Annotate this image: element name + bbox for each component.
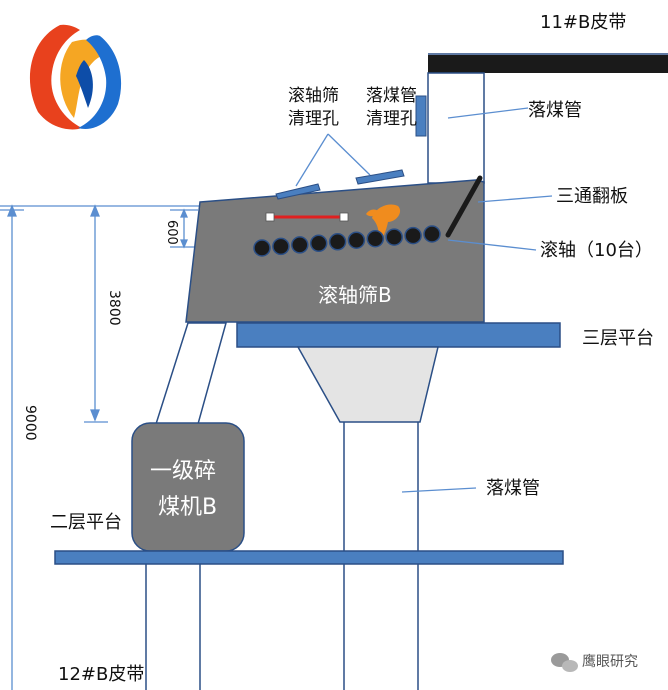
roller xyxy=(366,229,385,248)
label-cleanout-roller-2: 清理孔 xyxy=(288,109,339,129)
roller xyxy=(385,228,403,246)
label-chute-top: 落煤管 xyxy=(528,100,582,121)
label-screen: 滚轴筛B xyxy=(318,283,392,307)
roller-screen-body xyxy=(185,179,485,323)
watermark-text: 鹰眼研究 xyxy=(582,654,638,670)
belt-11b xyxy=(428,55,668,73)
hopper xyxy=(296,346,439,423)
wechat-icon xyxy=(551,653,578,672)
dim-9000-text: 9000 xyxy=(22,405,38,441)
roller xyxy=(423,225,441,243)
roller xyxy=(328,233,347,251)
label-chute-bottom: 落煤管 xyxy=(486,478,540,499)
roller xyxy=(291,236,309,254)
support-columns xyxy=(145,564,201,690)
platform-floor3 xyxy=(236,322,561,348)
chute-cleanout-door-2 xyxy=(355,169,405,185)
label-floor2: 二层平台 xyxy=(50,512,122,533)
phoenix-logo-icon xyxy=(24,19,134,130)
roller-group xyxy=(253,225,441,257)
label-crusher-2: 煤机B xyxy=(158,495,217,520)
roller-screen-cleanout-door xyxy=(275,183,321,200)
three-way-flap xyxy=(445,175,483,238)
dim-600-text: 600 xyxy=(164,220,179,245)
label-three-way-flap: 三通翻板 xyxy=(556,186,628,207)
dimension-arrows xyxy=(7,204,188,422)
label-cleanout-chute-1: 落煤管 xyxy=(366,86,417,106)
primary-crusher xyxy=(131,422,245,552)
dim-3800-text: 3800 xyxy=(106,290,122,326)
label-cleanout-chute-2: 清理孔 xyxy=(366,109,417,129)
label-crusher-1: 一级碎 xyxy=(150,459,216,484)
measure-bar xyxy=(265,212,349,222)
chute-cleanout-door xyxy=(415,95,427,137)
chute-top xyxy=(427,72,485,184)
roller xyxy=(253,239,271,257)
label-belt-top: 11#B皮带 xyxy=(540,12,626,33)
screen-to-crusher-chute xyxy=(154,322,227,425)
label-rollers: 滚轴（10台） xyxy=(540,240,653,261)
label-belt-bottom: 12#B皮带 xyxy=(58,664,144,685)
roller xyxy=(309,234,328,253)
roller xyxy=(272,237,290,256)
dimension-lines xyxy=(0,205,200,690)
roller xyxy=(404,226,422,245)
roller xyxy=(347,231,366,249)
leader-lines xyxy=(295,107,553,493)
platform-floor2 xyxy=(54,550,564,565)
label-floor3: 三层平台 xyxy=(582,328,654,349)
label-cleanout-roller-1: 滚轴筛 xyxy=(288,86,339,106)
